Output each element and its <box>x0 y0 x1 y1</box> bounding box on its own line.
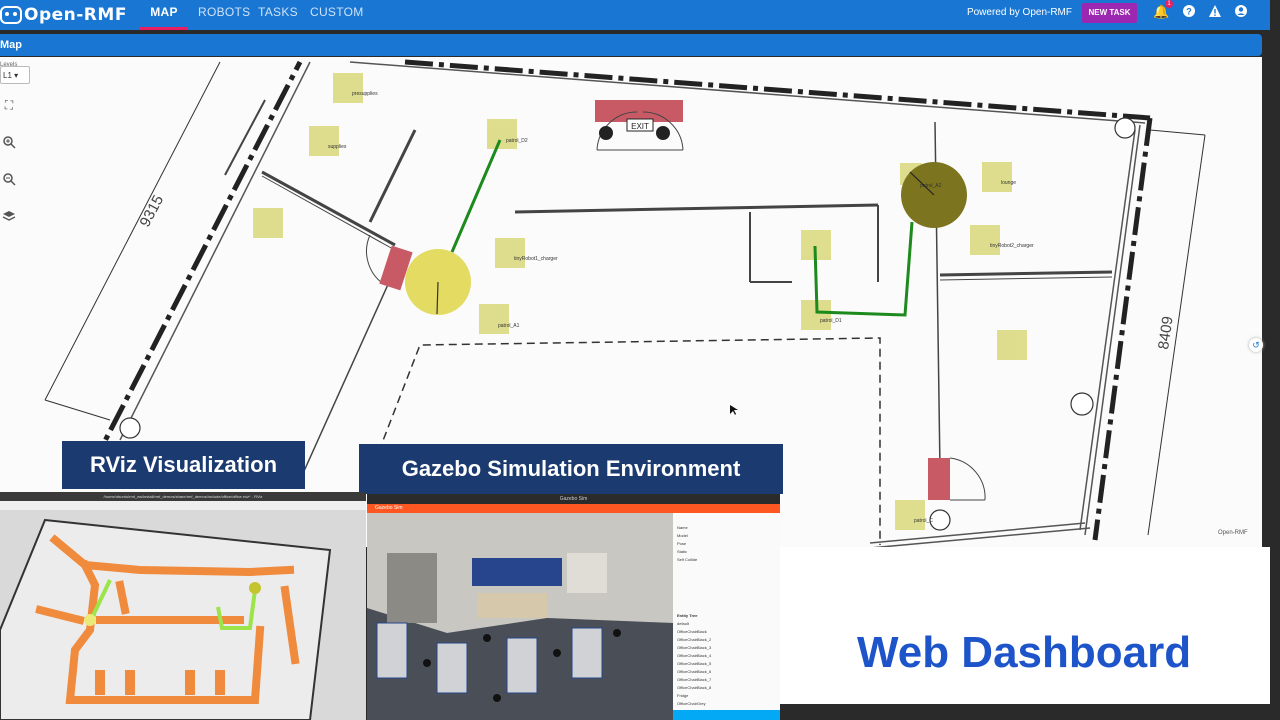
entity-item[interactable]: OfficeChairBlack_5 <box>677 661 712 666</box>
logo-text: Open-RMF <box>24 5 127 25</box>
rviz-window: /home/ubuntu/rmf_ws/install/rmf_demos/sh… <box>0 492 366 720</box>
entity-item[interactable]: OfficeChairBlack_4 <box>677 653 712 658</box>
level-value: L1 <box>3 71 12 80</box>
bell-icon[interactable]: 🔔 <box>1153 4 1170 19</box>
map-side-button[interactable]: ↺ <box>1249 338 1263 352</box>
waypoint-label: patrol_D2 <box>506 138 528 144</box>
gz-prop-row: Pose <box>677 541 687 546</box>
tab-robots[interactable]: ROBOTS <box>198 5 251 19</box>
fullscreen-icon[interactable]: ⛶ <box>4 98 14 112</box>
gazebo-caption: Gazebo Simulation Environment <box>359 444 783 494</box>
waypoint-label: tinyRobot1_charger <box>514 256 558 262</box>
entity-item[interactable]: OfficeChairGrey <box>677 701 706 706</box>
entity-item[interactable]: OfficeChairBlack_6 <box>677 669 712 674</box>
zoom-in-icon[interactable] <box>2 135 16 149</box>
gz-prop-row: Self Collide <box>677 557 698 562</box>
waypoint-label: presupplies <box>352 91 378 97</box>
tab-custom[interactable]: CUSTOM <box>310 5 364 19</box>
entity-item[interactable]: Fridge <box>677 693 689 698</box>
gz-prop-row: Model <box>677 533 688 538</box>
powered-by-text: Powered by Open-RMF <box>966 7 1072 18</box>
gz-prop-row: Static <box>677 549 688 554</box>
dimension-right-label: 8409 <box>1155 315 1176 350</box>
map-panel-header <box>0 34 1262 56</box>
robot-logo-icon <box>0 6 22 24</box>
gazebo-title-bar: Gazebo Sim <box>367 494 780 504</box>
zoom-out-icon[interactable] <box>2 172 16 186</box>
waypoint-label: patrol_D1 <box>820 318 842 324</box>
waypoint-label: tinyRobot2_charger <box>990 243 1034 249</box>
chevron-down-icon: ▾ <box>14 71 19 80</box>
dimension-left-label: 9315 <box>137 192 168 229</box>
gazebo-3d-view[interactable] <box>367 513 673 720</box>
entity-item[interactable]: OfficeChairBlack_2 <box>677 637 712 642</box>
levels-label: Levels <box>0 62 18 68</box>
entity-item[interactable]: OfficeChairBlack_7 <box>677 677 712 682</box>
gazebo-window: Gazebo Sim Gazebo Sim Name Model Pose St… <box>367 494 780 720</box>
entity-item[interactable]: OfficeChairBlack_8 <box>677 685 712 690</box>
gazebo-header <box>367 504 780 513</box>
entity-tree-title: Entity Tree <box>677 613 698 618</box>
gz-prop-row: Name <box>677 525 688 530</box>
waypoint-label: patrol_A2 <box>920 183 942 189</box>
account-icon[interactable] <box>1233 4 1249 20</box>
new-task-button[interactable]: NEW TASK <box>1082 3 1137 23</box>
gazebo-status-bar <box>673 710 780 720</box>
dashboard-background <box>780 547 1270 704</box>
svg-text:?: ? <box>1186 7 1192 17</box>
floorplan-svg: 9315 8409 EXIT <box>44 59 1206 547</box>
tab-tasks[interactable]: TASKS <box>258 5 298 19</box>
gazebo-app-label: Gazebo Sim <box>375 505 403 511</box>
rviz-title-bar: /home/ubuntu/rmf_ws/install/rmf_demos/sh… <box>0 492 366 501</box>
alert-icon[interactable] <box>1207 4 1223 20</box>
tab-map[interactable]: MAP <box>140 0 188 30</box>
level-select[interactable]: L1 ▾ <box>0 66 30 84</box>
rviz-viewport[interactable] <box>0 510 366 720</box>
entity-item[interactable]: OfficeChairBlack_3 <box>677 645 712 650</box>
waypoint-label: lounge <box>1001 180 1016 186</box>
entity-item[interactable]: default <box>677 621 690 626</box>
map-panel-title: Map <box>0 39 22 51</box>
waypoint-label: supplies <box>328 144 347 150</box>
top-nav-bar <box>0 0 1270 30</box>
rviz-caption: RViz Visualization <box>62 441 305 489</box>
layers-icon[interactable] <box>2 209 16 223</box>
open-rmf-logo[interactable]: Open-RMF <box>0 3 127 27</box>
map-footer-label: Open-RMF <box>1218 530 1248 536</box>
gazebo-side-panel[interactable]: Name Model Pose Static Self Collide Enti… <box>673 513 780 720</box>
waypoint-label: patrol_C <box>914 518 933 524</box>
help-icon[interactable]: ? <box>1181 4 1197 20</box>
exit-sign: EXIT <box>631 122 649 131</box>
waypoint-label: patrol_A1 <box>498 323 520 329</box>
notification-badge: 1 <box>1165 0 1173 8</box>
web-dashboard-caption: Web Dashboard <box>857 628 1192 677</box>
entity-item[interactable]: OfficeChairBlack <box>677 629 707 634</box>
